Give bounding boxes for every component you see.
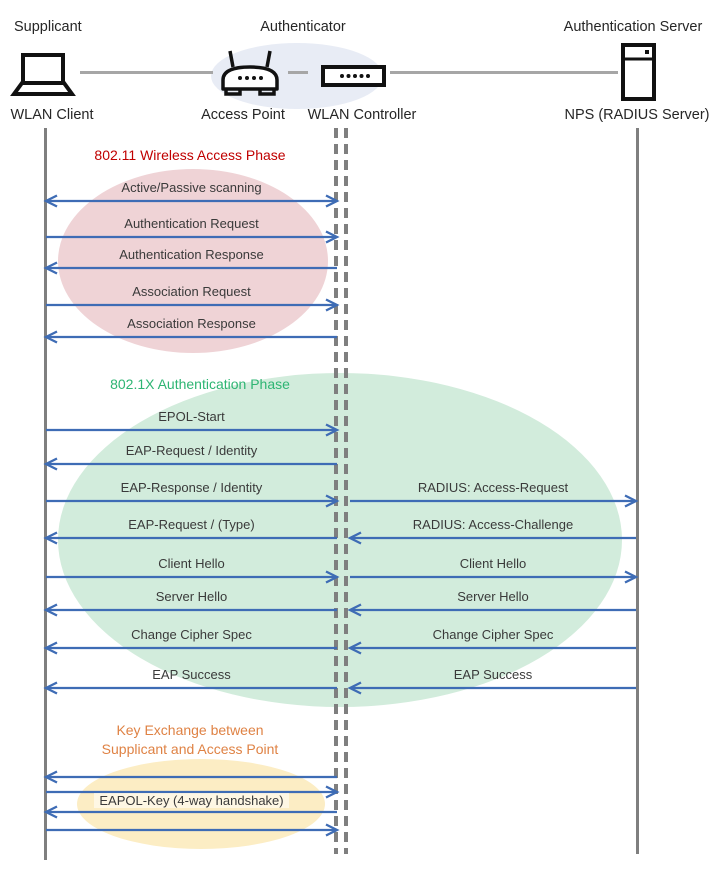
lifeline-controller-dashed-1 (334, 128, 338, 854)
message-label-text: Server Hello (457, 589, 529, 604)
message-label: Authentication Request (42, 216, 342, 231)
message-arrow (46, 785, 340, 799)
message-arrow (46, 494, 340, 508)
message-label: Client Hello (42, 556, 342, 571)
phase-title-key-exchange-line2: Supplicant and Access Point (101, 741, 279, 757)
message-label-text: Server Hello (155, 589, 228, 604)
message-arrow (46, 298, 340, 312)
message-label-text: Association Response (127, 316, 256, 331)
role-label-supplicant: Supplicant (14, 19, 82, 35)
message-label-text: EAPOL-Key (4-way handshake) (94, 793, 289, 808)
lifeline-wlan-client (44, 128, 47, 860)
message-label: Server Hello (42, 589, 342, 604)
connector-line-ap-controller (288, 71, 308, 74)
laptop-icon (10, 53, 76, 96)
message-label: Association Request (42, 284, 342, 299)
message-label-text: Client Hello (459, 556, 527, 571)
server-icon (621, 43, 656, 101)
message-arrow (43, 330, 337, 344)
message-label-text: Client Hello (158, 556, 225, 571)
message-label-text: EPOL-Start (158, 409, 225, 424)
message-label: Server Hello (343, 589, 643, 604)
message-arrow (46, 423, 340, 437)
message-arrow (43, 641, 337, 655)
message-label: EPOL-Start (42, 409, 342, 424)
message-arrow (43, 603, 337, 617)
message-label-text: EAP-Response / Identity (120, 480, 263, 495)
message-arrow (350, 570, 639, 584)
message-arrow (43, 681, 337, 695)
device-label-access-point: Access Point (201, 107, 285, 123)
message-arrow (43, 531, 337, 545)
device-label-nps: NPS (RADIUS Server) (564, 107, 710, 123)
message-arrow (347, 641, 636, 655)
message-label-text: Authentication Response (119, 247, 264, 262)
message-label: RADIUS: Access-Request (343, 480, 643, 495)
role-label-authenticator: Authenticator (260, 19, 346, 35)
message-arrow (43, 194, 340, 208)
message-label-text: Change Cipher Spec (432, 627, 554, 642)
wlan-controller-icon (321, 65, 386, 87)
message-label-text: Active/Passive scanning (121, 180, 262, 195)
message-label-text: EAP-Request / (Type) (128, 517, 255, 532)
connector-line-client-ap (80, 71, 213, 74)
message-label: EAP-Request / Identity (42, 443, 342, 458)
message-arrow (347, 531, 636, 545)
message-label: Change Cipher Spec (42, 627, 342, 642)
message-label-text: EAP Success (453, 667, 533, 682)
phase-ellipse-authentication (58, 373, 622, 707)
message-arrow (43, 457, 337, 471)
message-label: Client Hello (343, 556, 643, 571)
message-label: Authentication Response (42, 247, 342, 262)
phase-title-key-exchange-line1: Key Exchange between (116, 722, 264, 738)
message-label-text: EAP-Request / Identity (125, 443, 258, 458)
message-label-text: Authentication Request (124, 216, 259, 231)
lifeline-radius-server (636, 128, 639, 854)
message-arrow (46, 230, 340, 244)
message-label: EAPOL-Key (4-way handshake) (42, 793, 342, 808)
message-arrow (43, 805, 337, 819)
message-label-text: EAP Success (152, 667, 231, 682)
lifeline-controller-dashed-2 (344, 128, 348, 854)
phase-title-key-exchange: Key Exchange between Supplicant and Acce… (60, 721, 320, 759)
message-arrow (347, 603, 636, 617)
message-arrow (46, 823, 340, 837)
message-label: Change Cipher Spec (343, 627, 643, 642)
message-label-text: RADIUS: Access-Challenge (412, 517, 574, 532)
message-label: Association Response (42, 316, 342, 331)
access-point-icon (221, 50, 279, 96)
message-arrow (347, 681, 636, 695)
message-label: EAP Success (42, 667, 342, 682)
device-label-wlan-controller: WLAN Controller (307, 107, 417, 123)
message-label: RADIUS: Access-Challenge (343, 517, 643, 532)
message-arrow (46, 570, 340, 584)
connector-line-controller-server (390, 71, 618, 74)
message-label: EAP-Request / (Type) (42, 517, 342, 532)
device-label-wlan-client: WLAN Client (10, 107, 94, 123)
role-label-auth-server: Authentication Server (563, 19, 703, 35)
phase-ellipse-wireless-access (58, 169, 328, 353)
message-label: Active/Passive scanning (42, 180, 342, 195)
message-arrow (43, 770, 337, 784)
phase-title-authentication: 802.1X Authentication Phase (110, 376, 290, 392)
message-arrow (43, 261, 337, 275)
phase-title-wireless-access: 802.11 Wireless Access Phase (94, 147, 286, 163)
message-label: EAP Success (343, 667, 643, 682)
message-label-text: RADIUS: Access-Request (417, 480, 569, 495)
message-arrow (350, 494, 639, 508)
message-label-text: Association Request (132, 284, 251, 299)
message-label-text: Change Cipher Spec (131, 627, 252, 642)
message-label: EAP-Response / Identity (42, 480, 342, 495)
